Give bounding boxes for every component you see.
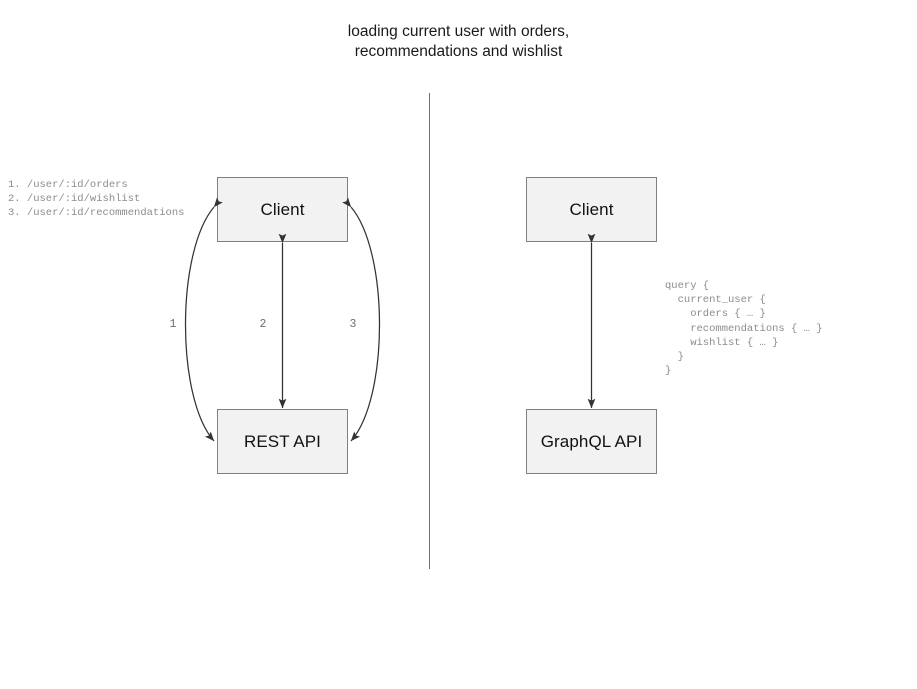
node-client-graphql-label: Client <box>569 199 614 219</box>
node-client-rest[interactable]: Client <box>217 177 348 242</box>
edge-label-1: 1 <box>169 318 177 331</box>
graphql-query-text: query { current_user { orders { … } reco… <box>665 280 823 378</box>
page-title: loading current user with orders, recomm… <box>347 23 570 60</box>
node-rest-api-label: REST API <box>243 431 322 451</box>
node-client-rest-label: Client <box>260 199 305 219</box>
rest-endpoint-list: 1. /user/:id/orders 2. /user/:id/wishlis… <box>8 179 185 220</box>
vertical-divider <box>429 93 431 569</box>
node-client-graphql[interactable]: Client <box>526 177 657 242</box>
edge-label-3: 3 <box>349 318 357 331</box>
edge-label-2: 2 <box>259 318 267 331</box>
node-graphql-api-label: GraphQL API <box>540 431 643 451</box>
node-rest-api[interactable]: REST API <box>217 409 348 474</box>
node-graphql-api[interactable]: GraphQL API <box>526 409 657 474</box>
edge-1-client-rest-curve-left <box>184 197 223 442</box>
